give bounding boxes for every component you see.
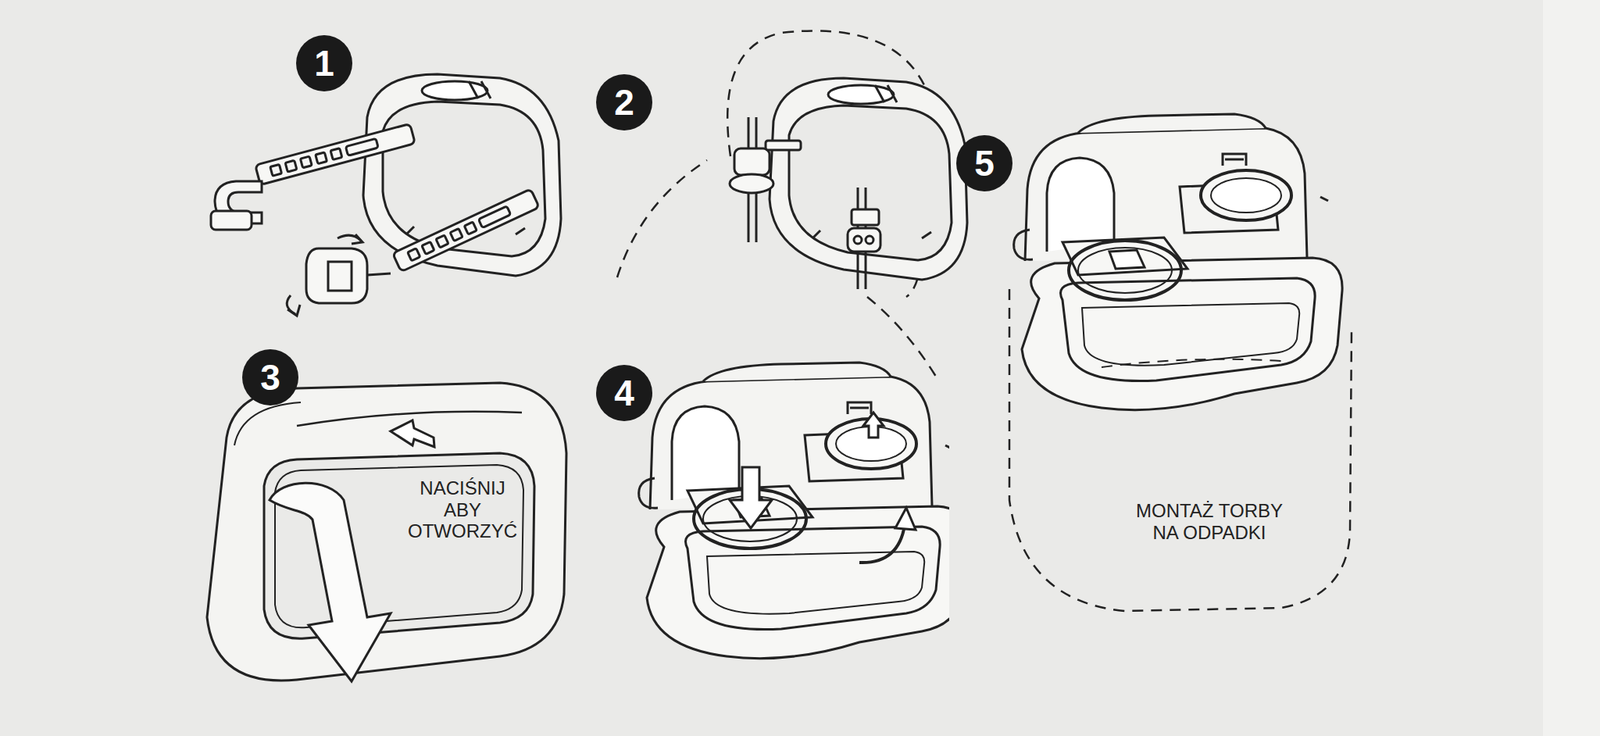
figure-one-part-part xyxy=(435,235,449,248)
figure-one-part xyxy=(328,261,352,291)
figure-one-part-part xyxy=(330,148,343,161)
instruction-note: NACIŚNIJ ABY OTWORZYĆ xyxy=(407,477,518,543)
figure-two-part xyxy=(729,174,774,193)
figure-one-part xyxy=(363,74,561,276)
callout-number: 2 xyxy=(596,74,653,131)
figure-four-part-part xyxy=(639,362,950,659)
figure-one-part-part xyxy=(478,206,511,229)
figure-one-part-part xyxy=(392,189,540,272)
figure-one-part-part xyxy=(285,160,297,172)
figure-four-part xyxy=(863,412,884,438)
figure-two-part xyxy=(847,228,881,252)
figure-five-part xyxy=(1014,114,1343,411)
figure-one-part xyxy=(306,248,368,304)
figure-one-part-part xyxy=(300,156,312,168)
figure-one-part-part xyxy=(315,152,328,165)
figure-one-part xyxy=(351,234,363,244)
figure-one-part xyxy=(255,123,416,185)
callout-number: 3 xyxy=(242,349,299,406)
figure-two-part xyxy=(769,78,968,280)
figure-three-part xyxy=(390,420,435,447)
figure-two-part xyxy=(617,160,708,278)
callout-number: 5 xyxy=(956,135,1013,192)
figure-two-part xyxy=(865,235,874,244)
figure-four-part xyxy=(895,507,916,530)
figure-one-part-part xyxy=(407,248,421,261)
figure-two-part xyxy=(748,117,866,290)
figure-five xyxy=(1009,114,1352,611)
figure-one-part xyxy=(367,273,391,275)
figure-one-part xyxy=(210,210,252,230)
figure-two-part xyxy=(851,209,879,225)
figure-five-part xyxy=(1009,289,1352,611)
figure-two-part xyxy=(734,148,770,175)
figure-two xyxy=(617,30,968,379)
figure-three-part xyxy=(207,382,567,681)
figure-one-part-part xyxy=(345,138,379,156)
figure-two-part xyxy=(853,235,862,244)
figure-two-part xyxy=(765,140,801,150)
figure-one-part-part xyxy=(255,123,416,185)
callout-number: 4 xyxy=(596,364,653,422)
figure-three xyxy=(207,382,567,682)
figure-four xyxy=(639,362,968,659)
figure-one-part-part xyxy=(270,164,283,176)
figure-three-part xyxy=(234,402,301,446)
figure-five-part xyxy=(1101,359,1282,368)
figure-one-part xyxy=(287,304,300,316)
figure-four-part xyxy=(729,467,772,529)
figure-three-part xyxy=(269,482,391,682)
callout-number: 1 xyxy=(296,35,353,92)
figure-three-part xyxy=(264,453,535,639)
figure-one-part-part xyxy=(464,221,477,235)
figure-one xyxy=(210,74,561,316)
figure-one-part-part xyxy=(450,228,463,242)
figure-one-part xyxy=(392,189,540,272)
figure-one-part-part xyxy=(421,241,435,254)
instruction-illustration-part xyxy=(1542,0,1600,736)
figure-four-part xyxy=(859,525,905,563)
figure-four-part xyxy=(639,362,950,659)
instruction-note: MONTAŻ TORBY NA ODPADKI xyxy=(1135,500,1284,543)
